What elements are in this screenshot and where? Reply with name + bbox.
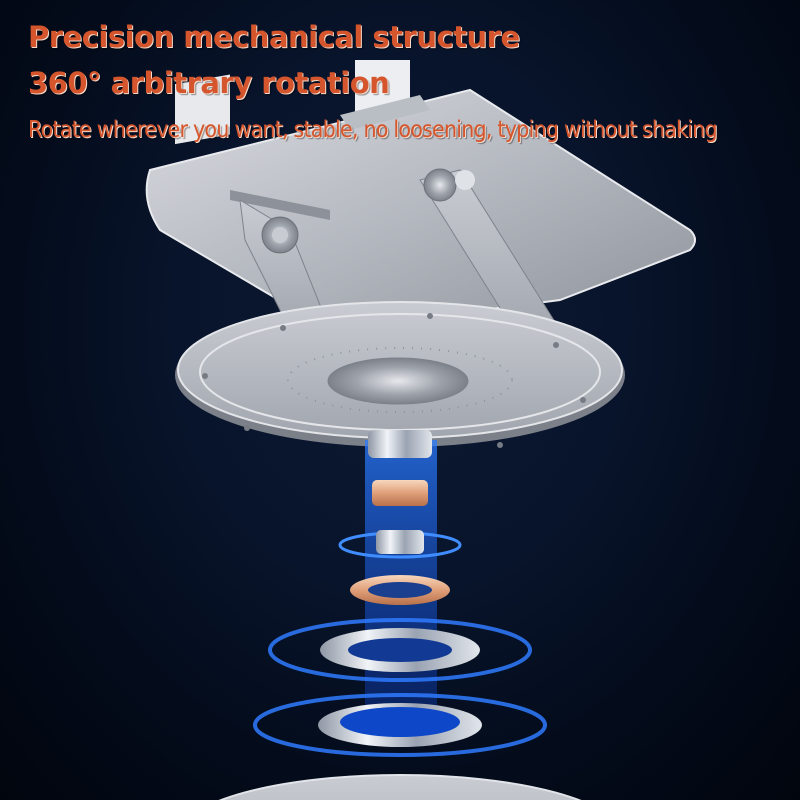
headline-rotation: 360° arbitrary rotation: [28, 66, 390, 100]
base-plate: [218, 774, 582, 800]
rotating-turntable-disc: [175, 301, 625, 448]
headline-precision: Precision mechanical structure: [28, 20, 520, 54]
laptop-tray-plate: [145, 60, 696, 332]
gear-stack: [253, 430, 547, 757]
description-text: Rotate wherever you want, stable, no loo…: [28, 117, 718, 143]
